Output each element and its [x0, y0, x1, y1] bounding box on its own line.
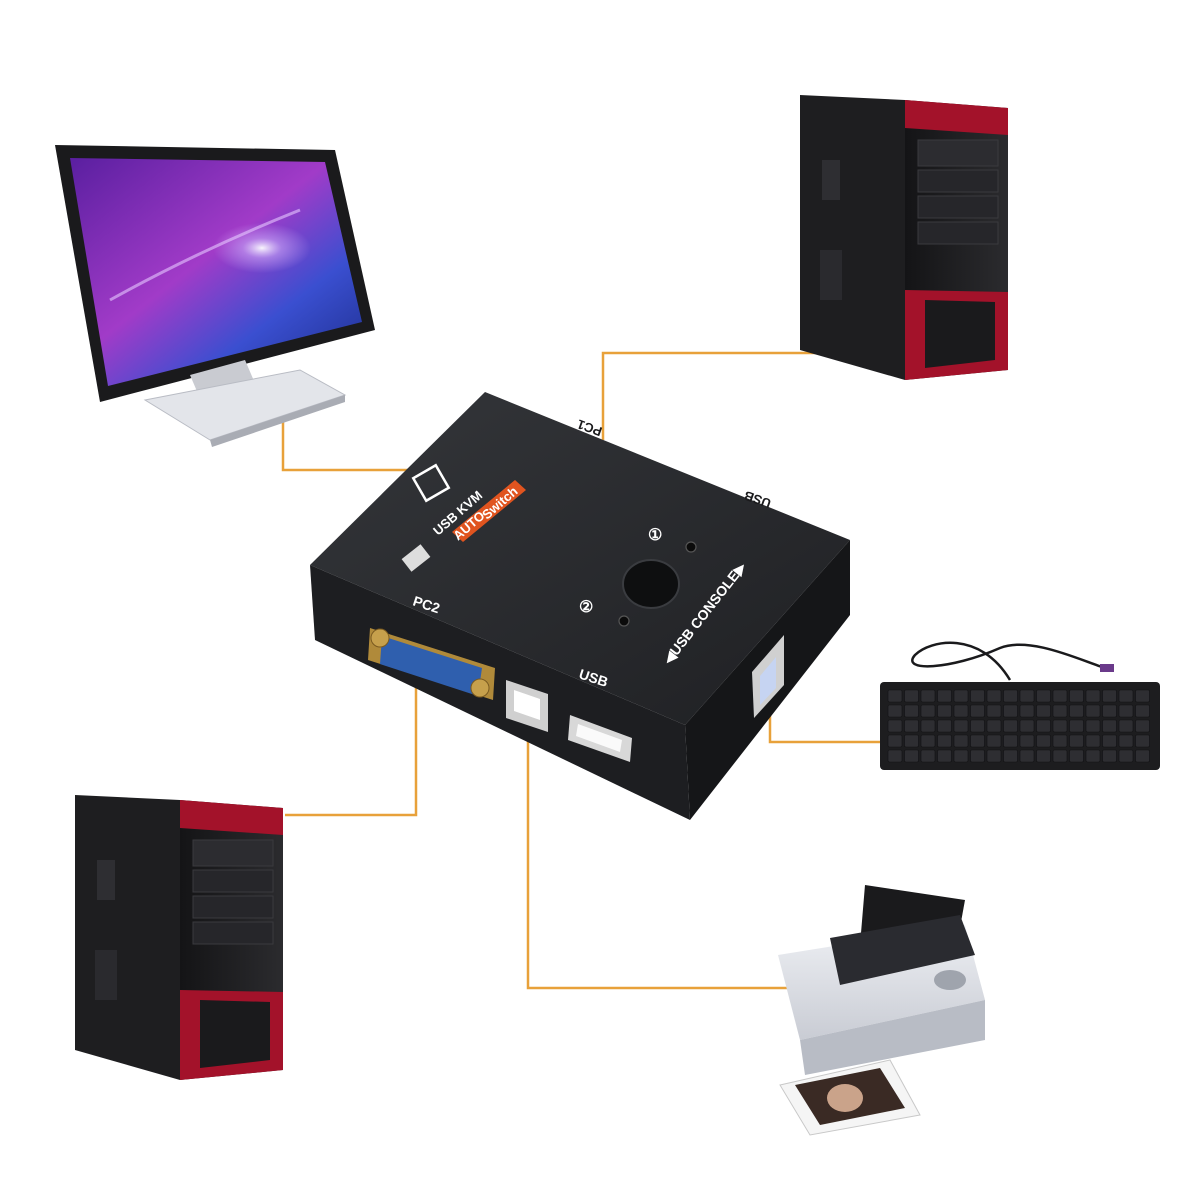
keyboard-key: [1118, 719, 1134, 733]
keyboard-key: [904, 704, 919, 718]
keyboard-key: [953, 734, 969, 748]
desktop-tower-icon: [800, 95, 1008, 380]
keyboard-key: [1052, 689, 1068, 703]
keyboard-key: [1069, 734, 1084, 748]
keyboard-key: [1135, 704, 1150, 718]
keyboard-key: [1003, 704, 1018, 718]
keyboard-key: [953, 689, 969, 703]
keyboard-key: [904, 719, 919, 733]
keyboard-key: [937, 749, 952, 763]
keyboard-key: [920, 734, 936, 748]
keyboard-key: [1135, 719, 1150, 733]
keyboard-key: [887, 719, 903, 733]
keyboard-key: [1102, 749, 1117, 763]
keyboard-key: [904, 749, 919, 763]
keyboard-key: [986, 749, 1002, 763]
keyboard-key: [1085, 704, 1101, 718]
keyboard-icon: [880, 641, 1160, 770]
keyboard-key: [1069, 704, 1084, 718]
keyboard-key: [1036, 719, 1051, 733]
keyboard-key: [904, 734, 919, 748]
keyboard-key: [1069, 719, 1084, 733]
keyboard-key: [887, 689, 903, 703]
keyboard-key: [1003, 689, 1018, 703]
keyboard-key: [1135, 734, 1150, 748]
keyboard-key: [1085, 749, 1101, 763]
connector-monitor: [281, 418, 408, 472]
keyboard-key: [1019, 704, 1035, 718]
monitor-icon: [55, 145, 375, 447]
keyboard-key: [1069, 689, 1084, 703]
connector-pc2: [285, 680, 418, 817]
keyboard-key: [1085, 734, 1101, 748]
keyboard-key: [920, 689, 936, 703]
vga-port: [368, 628, 495, 700]
usb-b-port: [506, 680, 548, 732]
keyboard-key: [937, 689, 952, 703]
connector-printer: [526, 730, 790, 990]
keyboard-key: [1052, 734, 1068, 748]
keyboard-key: [1003, 734, 1018, 748]
keyboard-key: [1003, 719, 1018, 733]
keyboard-key: [1069, 749, 1084, 763]
usb-a-port: [568, 715, 632, 762]
keyboard-key: [937, 704, 952, 718]
keyboard-key: [937, 734, 952, 748]
keyboard-key: [953, 749, 969, 763]
keyboard-key: [1085, 719, 1101, 733]
keyboard-key: [1019, 734, 1035, 748]
keyboard-key: [920, 704, 936, 718]
keyboard-key: [1135, 749, 1150, 763]
keyboard-key: [1019, 689, 1035, 703]
keyboard-key: [1052, 749, 1068, 763]
keyboard-key: [986, 734, 1002, 748]
connector-pc1: [601, 351, 838, 440]
keyboard-key: [920, 749, 936, 763]
keyboard-key: [1102, 689, 1117, 703]
keyboard-key: [1085, 689, 1101, 703]
keyboard-key: [970, 749, 985, 763]
led1-label: ①: [648, 527, 662, 544]
keyboard-key: [953, 704, 969, 718]
led2-label: ②: [579, 599, 593, 616]
keyboard-key: [1118, 704, 1134, 718]
keyboard-key: [1003, 749, 1018, 763]
keyboard-key: [1036, 704, 1051, 718]
keyboard-key: [970, 689, 985, 703]
keyboard-key: [1135, 689, 1150, 703]
keyboard-key: [1102, 734, 1117, 748]
keyboard-key: [986, 689, 1002, 703]
keyboard-key: [986, 704, 1002, 718]
keyboard-key: [1036, 749, 1051, 763]
keyboard-key: [970, 704, 985, 718]
keyboard-key: [1118, 749, 1134, 763]
keyboard-key: [920, 719, 936, 733]
keyboard-key: [970, 719, 985, 733]
keyboard-key: [1052, 719, 1068, 733]
keyboard-key: [986, 719, 1002, 733]
keyboard-key: [1102, 704, 1117, 718]
keyboard-key: [887, 749, 903, 763]
keyboard-key: [1102, 719, 1117, 733]
keyboard-key: [904, 689, 919, 703]
keyboard-key: [953, 719, 969, 733]
keyboard-key: [1036, 689, 1051, 703]
printer-icon: [778, 885, 985, 1136]
usb-console-port: [752, 635, 784, 718]
keyboard-key: [1019, 749, 1035, 763]
keyboard-key: [1118, 689, 1134, 703]
connector-keyboard: [768, 690, 880, 744]
keyboard-key: [1019, 719, 1035, 733]
keyboard-key: [970, 734, 985, 748]
keyboard-key: [937, 719, 952, 733]
desktop-tower-icon: [75, 795, 283, 1080]
keyboard-key: [887, 734, 903, 748]
keyboard-key: [1052, 704, 1068, 718]
keyboard-key: [1036, 734, 1051, 748]
keyboard-key: [887, 704, 903, 718]
kvm-switch-icon: [310, 392, 850, 820]
keyboard-key: [1118, 734, 1134, 748]
